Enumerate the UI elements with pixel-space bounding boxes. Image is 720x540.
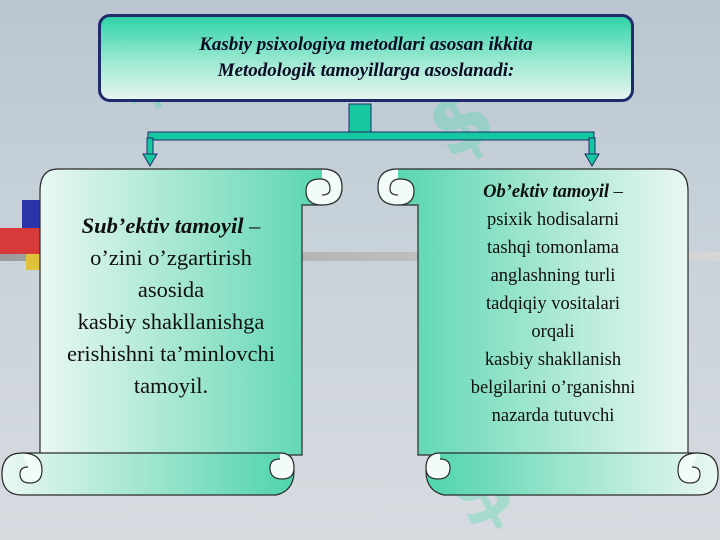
- left-line-4: erishishni ta’minlovchi: [66, 341, 276, 366]
- right-scroll-text: Ob’ektiv tamoyil – psixik hodisalarni ta…: [432, 178, 674, 430]
- right-heading: Ob’ektiv tamoyil –: [432, 178, 674, 206]
- right-line-3: anglashning turli: [490, 266, 616, 286]
- left-line-1: o’zini o’zgartirish: [90, 245, 252, 270]
- title-line-2: Metodologik tamoyillarga asoslanadi:: [217, 60, 515, 81]
- left-lead: Sub’ektiv tamoyil: [81, 213, 244, 238]
- left-heading: Sub’ektiv tamoyil –: [30, 210, 312, 242]
- right-dash: –: [609, 182, 623, 202]
- left-scroll: [1, 168, 343, 496]
- title-box: Kasbiy psixologiya metodlari asosan ikki…: [98, 14, 634, 102]
- left-line-2: asosida: [137, 277, 205, 302]
- right-line-8: nazarda tutuvchi: [491, 406, 615, 426]
- right-line-1: psixik hodisalarni: [486, 210, 620, 230]
- right-line-2: tashqi tomonlama: [486, 238, 620, 258]
- left-scroll-text: Sub’ektiv tamoyil – o’zini o’zgartirish …: [30, 210, 312, 402]
- right-scroll: [377, 168, 719, 496]
- right-line-5: orqali: [531, 322, 575, 342]
- left-line-3: kasbiy shakllanishga: [77, 309, 265, 334]
- title-line-1: Kasbiy psixologiya metodlari asosan ikki…: [199, 34, 533, 55]
- left-dash: –: [243, 213, 261, 238]
- right-line-6: kasbiy shakllanish: [484, 350, 622, 370]
- right-line-4: tadqiqiy vositalari: [485, 294, 621, 314]
- left-line-5: tamoyil.: [133, 373, 209, 398]
- right-lead: Ob’ektiv tamoyil: [483, 182, 609, 202]
- right-line-7: belgilarini o’rganishni: [470, 378, 636, 398]
